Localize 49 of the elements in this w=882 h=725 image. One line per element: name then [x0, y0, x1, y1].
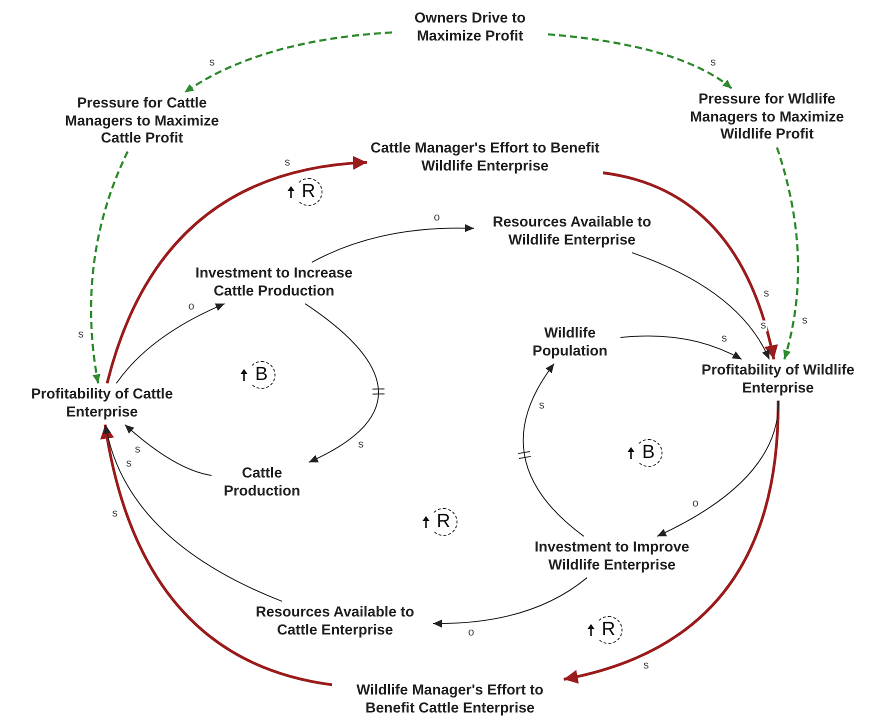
arrow — [656, 400, 779, 537]
node-label: Owners Drive to Maximize Profit — [413, 10, 527, 46]
arrow — [106, 156, 368, 384]
dashed-arrow — [184, 31, 392, 94]
polarity-label: s — [762, 288, 770, 300]
polarity-label: s — [77, 330, 85, 341]
dashed-arrow — [776, 147, 800, 360]
dashed-arrow — [90, 151, 129, 384]
polarity-label: s — [208, 58, 216, 69]
polarity-label: o — [691, 498, 700, 510]
arrow — [432, 577, 588, 628]
node-label: Resources Available to Wildlife Enterprise — [492, 214, 652, 250]
polarity-label: s — [709, 57, 717, 68]
node-label: Investment to Improve Wildlife Enterprise — [534, 539, 690, 575]
polarity-label: s — [800, 315, 808, 326]
polarity-label: o — [187, 302, 196, 313]
arrow — [116, 303, 226, 384]
dashed-arrow — [548, 33, 732, 90]
polarity-label: s — [760, 320, 768, 332]
arrow — [304, 303, 386, 463]
node-label: Wildlife Population — [532, 325, 608, 361]
arrow — [563, 400, 780, 683]
arrow — [620, 336, 742, 360]
polarity-label: s — [284, 158, 292, 169]
arrow — [100, 424, 332, 686]
node-label: Pressure for Cattle Managers to Maximize Cattle Profit — [64, 95, 220, 149]
polarity-label: s — [720, 333, 728, 344]
arrow — [518, 363, 584, 537]
node-label: Pressure for Wldlife Managers to Maximize Wildlife Profit — [689, 91, 845, 145]
arrow — [104, 424, 283, 602]
arrow — [602, 171, 778, 360]
node-label: Wildlife Manager's Effort to Benefit Cattle Enterprise — [356, 682, 544, 718]
node-label: Cattle Manager's Effort to Benefit Wildlife Enterprise — [370, 140, 600, 176]
polarity-label: o — [432, 212, 441, 224]
node-label: Investment to Increase Cattle Production — [194, 265, 354, 301]
arrow — [311, 224, 474, 263]
node-label: Profitability of Wildlife Enterprise — [700, 362, 856, 398]
polarity-label: s — [538, 400, 546, 412]
polarity-label: s — [125, 458, 133, 470]
polarity-label: s — [134, 444, 142, 456]
arrow — [631, 252, 770, 360]
arrow — [124, 424, 212, 476]
node-label: Cattle Production — [222, 465, 302, 501]
polarity-label: s — [357, 439, 365, 450]
node-label: Resources Available to Cattle Enterprise — [254, 604, 416, 640]
polarity-label: s — [111, 508, 119, 520]
node-label: Profitability of Cattle Enterprise — [30, 386, 174, 422]
polarity-label: s — [642, 660, 650, 672]
polarity-label: o — [467, 628, 476, 639]
